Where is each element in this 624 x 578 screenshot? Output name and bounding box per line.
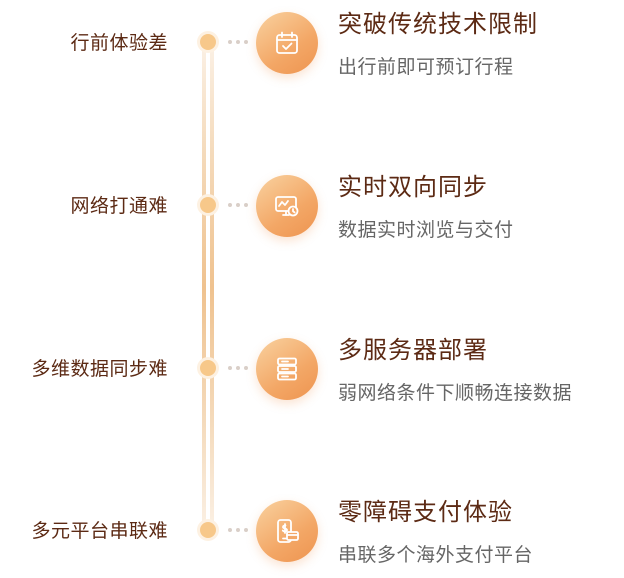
solution-title: 多服务器部署 <box>338 336 488 364</box>
problem-label: 多元平台串联难 <box>31 520 168 542</box>
solution-subtitle: 出行前即可预订行程 <box>338 56 514 78</box>
timeline-row: 行前体验差 突破传统技术限制 出行前即可预订行程 <box>0 0 624 90</box>
solution-title: 零障碍支付体验 <box>338 498 513 526</box>
timeline-row: 多维数据同步难 多服务器部署 弱网络条件下顺畅连接数据 <box>0 326 624 416</box>
timeline-node <box>200 34 216 50</box>
mobile-payment-icon <box>256 500 318 562</box>
monitor-sync-icon <box>256 175 318 237</box>
server-stack-icon <box>256 338 318 400</box>
solution-subtitle: 串联多个海外支付平台 <box>338 544 534 566</box>
problem-label: 行前体验差 <box>70 32 168 54</box>
solution-title: 突破传统技术限制 <box>338 10 538 38</box>
connector-dots <box>228 40 248 44</box>
timeline-node <box>200 360 216 376</box>
connector-dots <box>228 203 248 207</box>
problem-label: 网络打通难 <box>70 195 168 217</box>
timeline-node <box>200 522 216 538</box>
timeline-node <box>200 197 216 213</box>
timeline-line <box>206 44 210 531</box>
solution-subtitle: 弱网络条件下顺畅连接数据 <box>338 382 573 404</box>
connector-dots <box>228 366 248 370</box>
timeline-row: 多元平台串联难 零障碍支付体验 串联多个海外支付平台 <box>0 488 624 578</box>
problem-label: 多维数据同步难 <box>31 358 168 380</box>
solution-subtitle: 数据实时浏览与交付 <box>338 219 514 241</box>
timeline-row: 网络打通难 实时双向同步 数据实时浏览与交付 <box>0 163 624 253</box>
solution-title: 实时双向同步 <box>338 173 488 201</box>
connector-dots <box>228 528 248 532</box>
calendar-check-icon <box>256 12 318 74</box>
